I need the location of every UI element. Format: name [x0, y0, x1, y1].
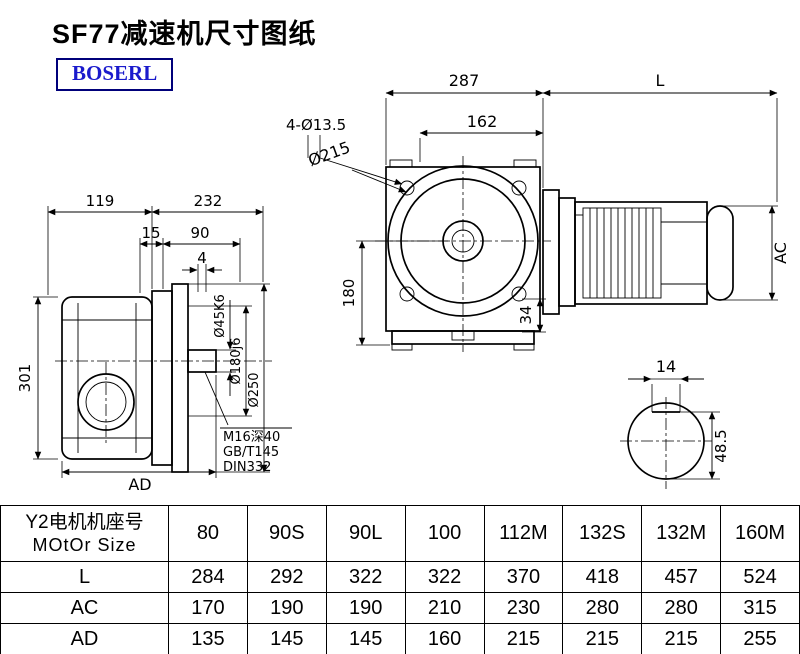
table-cell: 418 [562, 561, 643, 593]
table-header-row: Y2电机机座号 MOtOr Size 80 90S 90L 100 112M 1… [0, 505, 800, 562]
col-header: 80 [168, 505, 248, 562]
motor-size-header-cell: Y2电机机座号 MOtOr Size [0, 505, 169, 562]
shaft-dia-label: Ø45K6 [213, 294, 228, 338]
col-header: 132S [562, 505, 643, 562]
note-gb: GB/T145 [223, 445, 279, 460]
dim-AC-label: AC [771, 242, 790, 264]
table-cell: 292 [246, 561, 327, 593]
header-line2: MOtOr Size [32, 534, 137, 555]
dim-301-label: 301 [16, 364, 34, 393]
dim-180-label: 180 [340, 279, 358, 308]
table-cell: 280 [641, 592, 722, 624]
brand-logo: BOSERL [56, 58, 174, 91]
dim-162-label: 162 [467, 112, 498, 131]
side-view-drawing [55, 283, 272, 473]
motor-drawing [542, 189, 734, 315]
col-header: 90S [246, 505, 327, 562]
table-cell: 190 [325, 592, 406, 624]
table-cell: 524 [720, 561, 800, 593]
motor-dimensions: AC [722, 205, 790, 301]
table-cell: 284 [168, 561, 248, 593]
table-cell: 210 [404, 592, 485, 624]
row-label: AC [0, 592, 169, 624]
dim-34-label: 34 [517, 305, 535, 324]
holes-label: 4-Ø13.5 [286, 116, 346, 134]
row-label: L [0, 561, 169, 593]
technical-drawing: 119 232 15 90 4 301 AD [16, 71, 790, 494]
shaft-section-drawing: 14 48.5 [620, 357, 730, 489]
table-cell: 160 [404, 623, 485, 654]
table-cell: 215 [483, 623, 564, 654]
table-cell: 322 [404, 561, 485, 593]
motor-size-table: Y2电机机座号 MOtOr Size 80 90S 90L 100 112M 1… [0, 505, 800, 654]
dim-119-label: 119 [86, 192, 115, 210]
flange-od-label: Ø250 [247, 372, 262, 407]
table-cell: 280 [562, 592, 643, 624]
col-header: 100 [404, 505, 485, 562]
table-cell: 322 [325, 561, 406, 593]
dim-48-5-label: 48.5 [712, 429, 730, 462]
page-title: SF77减速机尺寸图纸 [52, 19, 317, 49]
table-cell: 255 [720, 623, 800, 654]
table-cell: 230 [483, 592, 564, 624]
table-row-AC: AC 170 190 190 210 230 280 280 315 [0, 592, 800, 624]
col-header: 132M [641, 505, 722, 562]
table-cell: 370 [483, 561, 564, 593]
table-cell: 315 [720, 592, 800, 624]
table-cell: 457 [641, 561, 722, 593]
dim-287-label: 287 [449, 71, 480, 90]
note-din: DIN332 [223, 460, 271, 475]
row-label: AD [0, 623, 169, 654]
dim-15-label: 15 [141, 224, 160, 242]
header-line1: Y2电机机座号 [25, 511, 144, 533]
dim-L-label: L [656, 71, 665, 90]
flange-dia-label: Ø215 [306, 138, 353, 171]
table-cell: 145 [246, 623, 327, 654]
table-cell: 135 [168, 623, 248, 654]
table-row-L: L 284 292 322 322 370 418 457 524 [0, 561, 800, 593]
dim-90-label: 90 [190, 224, 209, 242]
col-header: 160M [720, 505, 800, 562]
spigot-dia-label: Ø180j6 [229, 338, 244, 385]
table-cell: 215 [562, 623, 643, 654]
dim-AD-label: AD [128, 475, 151, 494]
dim-232-label: 232 [194, 192, 223, 210]
table-cell: 170 [168, 592, 248, 624]
table-cell: 190 [246, 592, 327, 624]
table-cell: 215 [641, 623, 722, 654]
col-header: 90L [325, 505, 406, 562]
dim-4-label: 4 [197, 249, 207, 267]
side-view-dimensions: 119 232 15 90 4 301 AD [16, 192, 292, 494]
col-header: 112M [483, 505, 564, 562]
note-m16: M16深40 [223, 430, 280, 445]
table-row-AD: AD 135 145 145 160 215 215 215 255 [0, 623, 800, 654]
dim-14-label: 14 [656, 357, 676, 376]
table-cell: 145 [325, 623, 406, 654]
